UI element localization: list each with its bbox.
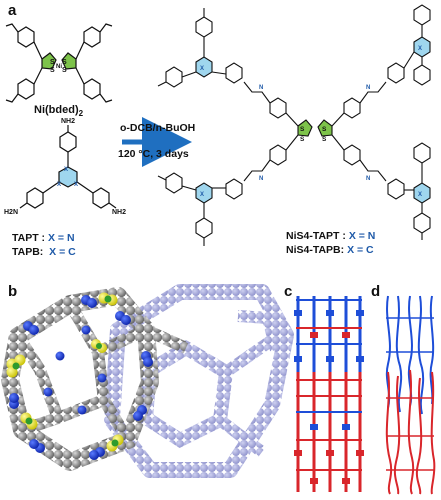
tolyl-ring [413, 4, 431, 26]
tapt-label: TAPT : X = N [12, 232, 75, 244]
atom-ni: Ni [56, 64, 62, 70]
tapt-structure [19, 125, 117, 209]
atom-x: X [418, 46, 422, 52]
nis4-tapb-name: NiS4-TAPB: [286, 244, 345, 256]
phenyl-ring [225, 62, 243, 84]
panel-label-d: d [371, 283, 381, 300]
tapt-name: TAPT [12, 232, 39, 244]
atom-x: X [200, 192, 204, 198]
tapb-name: TAPB: [12, 246, 44, 258]
ni-bded2-structure [5, 23, 113, 103]
atom-x: X [74, 182, 78, 188]
ni-bded2-label: Ni(bded)2 [34, 104, 83, 118]
panel-label-b: b [8, 283, 18, 300]
imine-n: N [259, 85, 263, 91]
eclipsed-stacking-view [294, 296, 364, 492]
temperature-time-label: 120 °C, 3 days [118, 148, 189, 160]
phenyl-ring [387, 178, 405, 200]
central-dithiolene-left [297, 119, 313, 137]
triazine-core [195, 182, 213, 204]
nis4-tapt-name: NiS4-TAPT : [286, 230, 346, 242]
panel-label-a: a [8, 2, 17, 19]
atom-s: S [322, 126, 327, 133]
nis4-tapb-x-value: X = C [347, 244, 374, 256]
imine-n: N [259, 176, 263, 182]
nickel-atoms [12, 295, 119, 447]
tapt-separator: : [38, 232, 48, 244]
phenyl-ring [225, 178, 243, 200]
tolyl-ring [165, 172, 183, 194]
atom-s: S [62, 67, 67, 74]
tapb-x-value: X = C [49, 246, 76, 258]
imine-n: N [366, 85, 370, 91]
reaction-scheme: S S S S Ni NH2 H2N NH2 X X X [4, 4, 431, 246]
atom-s: S [300, 126, 305, 133]
solvent-label: o-DCB/n-BuOH [120, 122, 196, 134]
atom-s: S [50, 59, 55, 66]
central-dithiolene-right [317, 119, 333, 137]
atom-x: X [418, 192, 422, 198]
atom-s: S [50, 67, 55, 74]
panel-label-c: c [284, 283, 293, 300]
amine-label: NH2 [61, 118, 75, 125]
nitrogen-atoms [9, 295, 153, 460]
nis4-tapb-label: NiS4-TAPB: X = C [286, 244, 374, 256]
slipped-stacking-view [385, 295, 436, 495]
nis4-tapt-label: NiS4-TAPT : X = N [286, 230, 375, 242]
atom-s: S [300, 136, 305, 143]
tapb-label: TAPB: X = C [12, 246, 76, 258]
tolyl-ring [413, 142, 431, 164]
cof-product-structure [157, 4, 431, 246]
atom-x: X [200, 66, 204, 72]
dithiolene-ring-left [41, 52, 57, 70]
phenyl-ring [387, 62, 405, 84]
dithiolene-ring-right [61, 52, 77, 70]
imine-n: N [366, 176, 370, 182]
tapt-x-value: X = N [47, 232, 75, 244]
atom-x: X [64, 167, 68, 173]
nis4-tapt-x-value: X = N [348, 230, 376, 242]
ni-bded2-name: Ni(bded) [34, 104, 79, 116]
ni-bded2-sub: 2 [78, 109, 84, 119]
atom-x: X [57, 182, 61, 188]
amine-label: H2N [4, 209, 18, 216]
atom-s: S [62, 59, 67, 66]
atom-s: S [322, 136, 327, 143]
amine-label: NH2 [112, 209, 126, 216]
